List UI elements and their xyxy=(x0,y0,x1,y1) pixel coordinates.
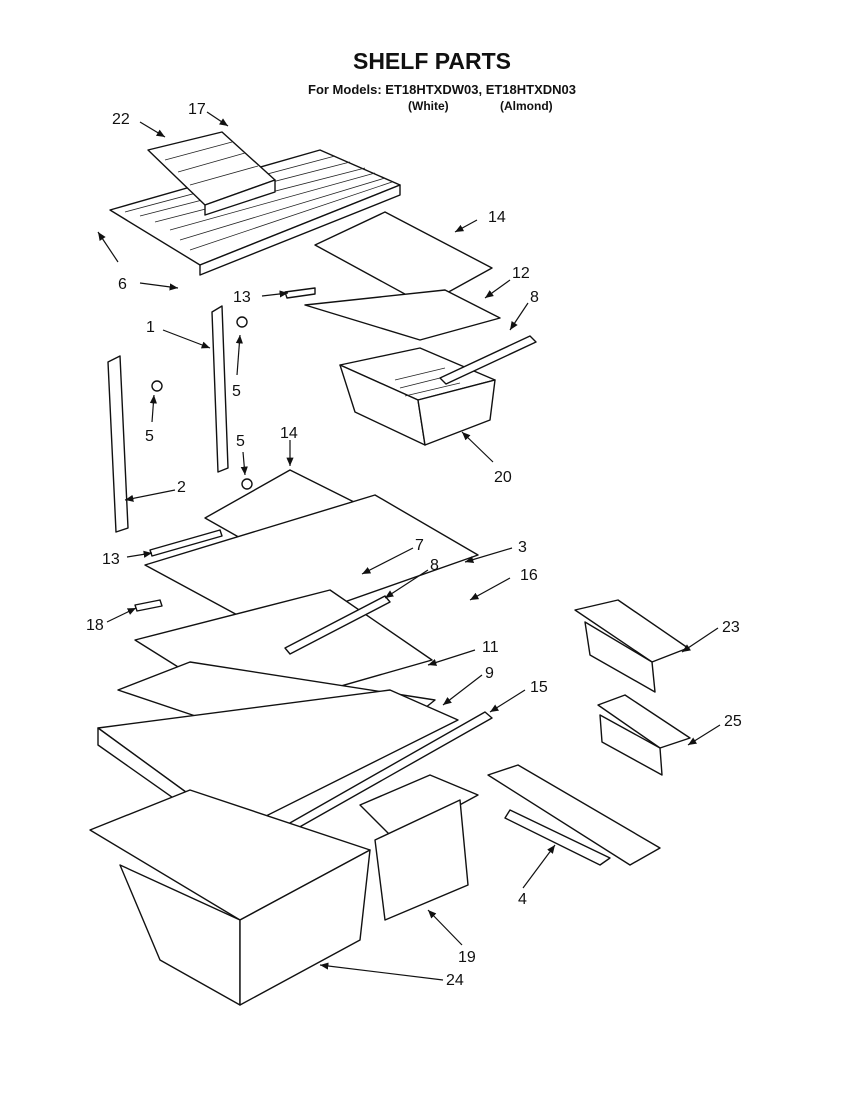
label-23: 23 xyxy=(722,619,740,636)
crisper-drawer-right xyxy=(359,774,479,921)
variant-white: (White) xyxy=(408,99,449,113)
label-16: 16 xyxy=(520,567,538,584)
label-25: 25 xyxy=(724,713,742,730)
label-22: 22 xyxy=(112,111,130,128)
variant-almond: (Almond) xyxy=(500,99,553,113)
glass-shelf-top xyxy=(314,211,493,306)
shelf-frame xyxy=(144,494,479,631)
label-24: 24 xyxy=(446,972,464,989)
label-11: 11 xyxy=(482,639,499,656)
temperature-control xyxy=(487,764,661,866)
label-4: 4 xyxy=(518,891,527,908)
part-labels: 22 17 6 14 12 13 8 1 5 5 5 20 14 2 13 7 … xyxy=(86,101,742,989)
label-1: 1 xyxy=(146,319,155,336)
label-13-middle: 13 xyxy=(102,551,120,568)
label-12: 12 xyxy=(512,265,530,282)
label-14-middle: 14 xyxy=(280,425,298,442)
label-2: 2 xyxy=(177,479,186,496)
door-bin-23 xyxy=(574,599,689,693)
label-20: 20 xyxy=(494,469,512,486)
label-5-c: 5 xyxy=(236,433,245,450)
label-15: 15 xyxy=(530,679,548,696)
label-7: 7 xyxy=(415,537,424,554)
crisper-drawer-left xyxy=(89,789,371,1006)
label-5-b: 5 xyxy=(145,428,154,445)
label-19: 19 xyxy=(458,949,476,966)
label-13-top: 13 xyxy=(233,289,251,306)
label-9: 9 xyxy=(485,665,494,682)
label-5-a: 5 xyxy=(232,383,241,400)
crisper-frame xyxy=(304,289,501,341)
dairy-bin xyxy=(147,131,276,216)
label-17: 17 xyxy=(188,101,206,118)
shelf-ladder-right xyxy=(211,305,229,473)
meat-drawer xyxy=(339,347,496,446)
label-3: 3 xyxy=(518,539,527,556)
models-line: For Models: ET18HTXDW03, ET18HTXDN03 xyxy=(308,82,576,97)
door-bin-25 xyxy=(597,694,691,776)
label-6: 6 xyxy=(118,276,127,293)
diagram-title: SHELF PARTS xyxy=(352,48,512,74)
shelf-ladder-left xyxy=(107,355,129,533)
label-14-top: 14 xyxy=(488,209,506,226)
label-8-top: 8 xyxy=(530,289,539,306)
drawer-handle xyxy=(439,335,537,385)
label-8-middle: 8 xyxy=(430,557,439,574)
label-18: 18 xyxy=(86,617,104,634)
